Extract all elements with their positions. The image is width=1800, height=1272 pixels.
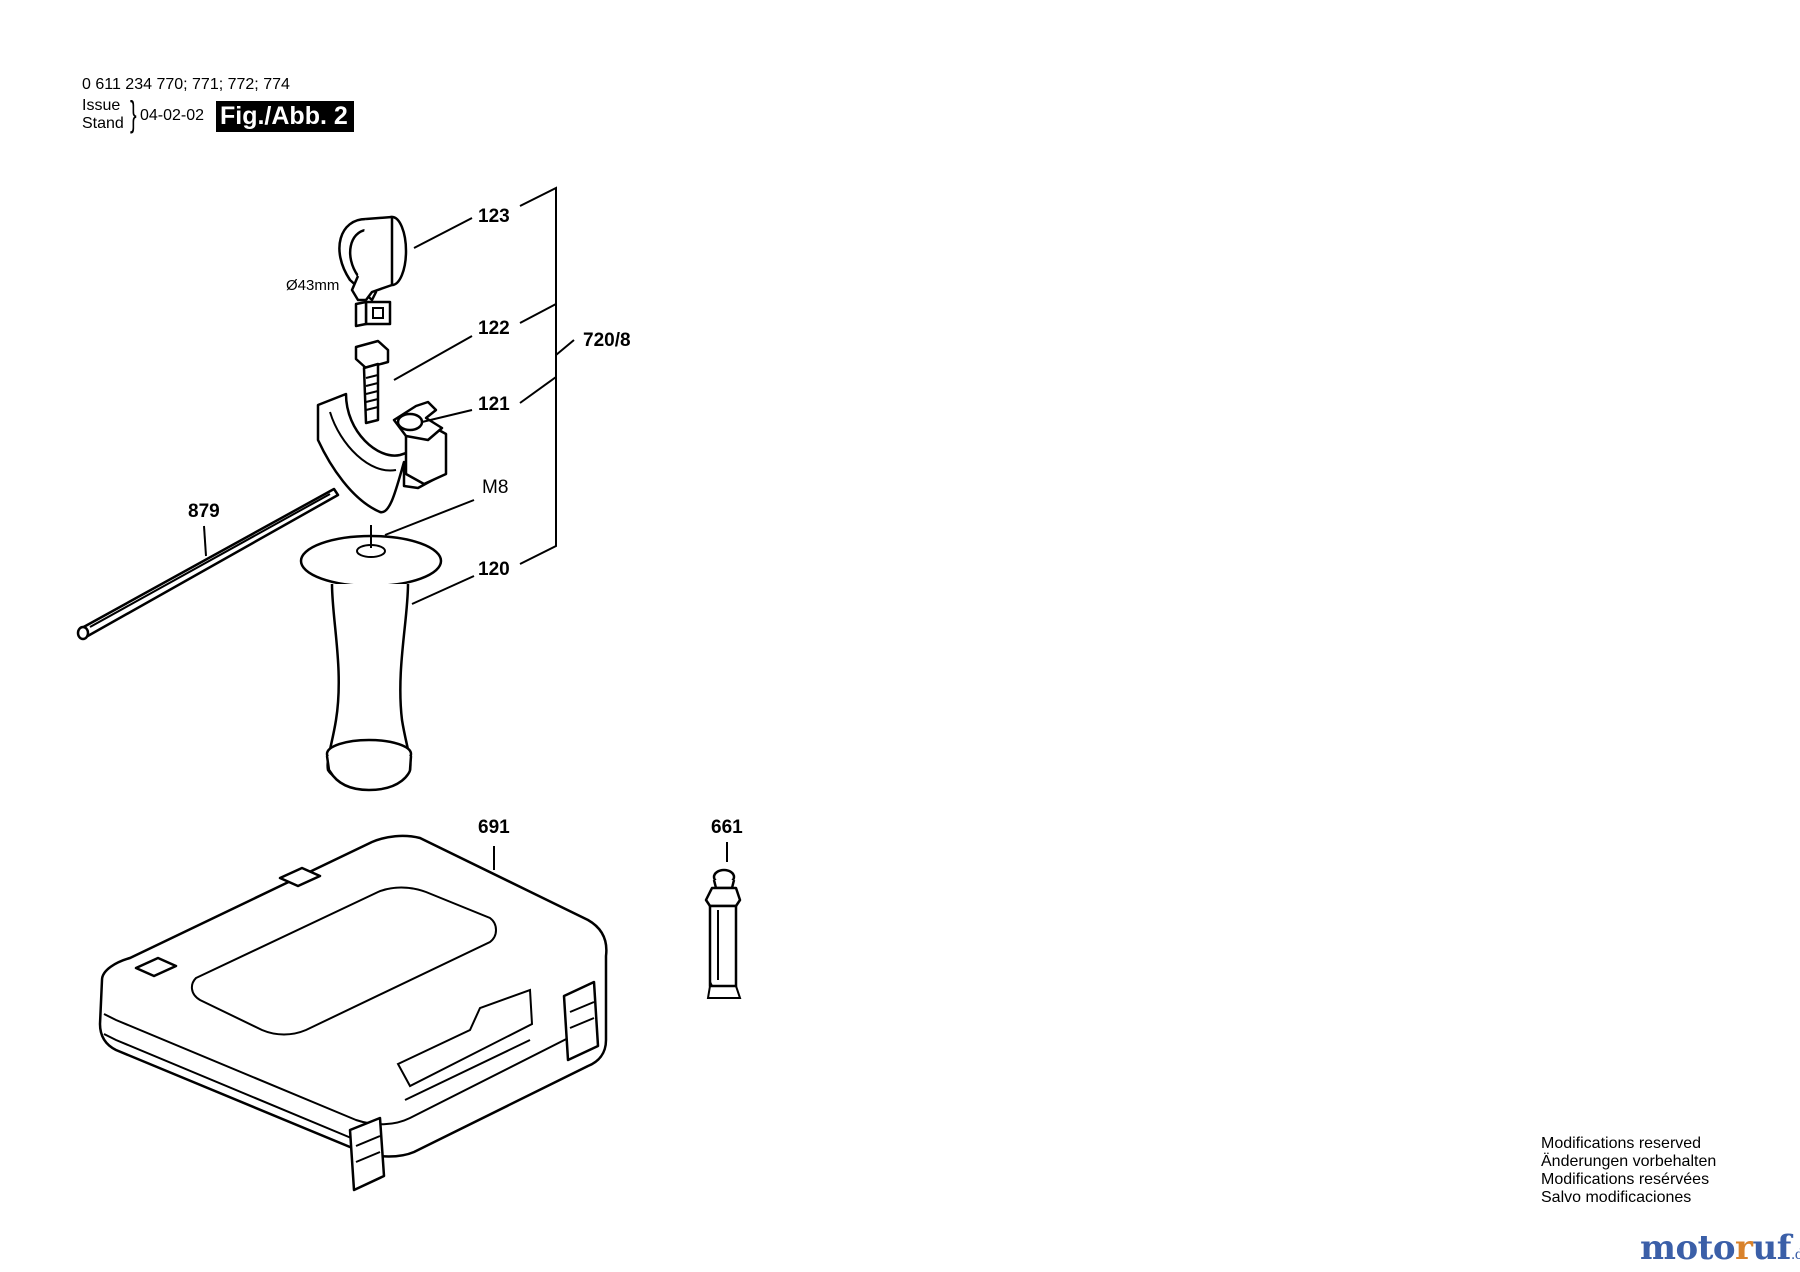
callout-121: 121 (478, 394, 510, 415)
callout-720-8: 720/8 (583, 330, 631, 351)
callout-120: 120 (478, 559, 510, 580)
callout-122: 122 (478, 318, 510, 339)
model-numbers: 0 611 234 770; 771; 772; 774 (82, 76, 290, 93)
figure-label: Fig./Abb. 2 (216, 101, 354, 132)
carrying-case-part (98, 834, 608, 1192)
depth-rod-part (76, 487, 340, 641)
watermark-part-2: r (1735, 1228, 1753, 1268)
watermark-tld: .de (1790, 1247, 1800, 1263)
stand-label: Stand (82, 115, 124, 132)
watermark-logo: motoruf.de (1640, 1228, 1800, 1268)
callout-661: 661 (711, 817, 743, 838)
header-brace: } (130, 93, 137, 134)
notice-line-en: Modifications reserved (1541, 1135, 1702, 1152)
clamp-band-part (338, 215, 408, 328)
issue-date: 04-02-02 (140, 107, 205, 124)
notice-line-fr: Modifications resérvées (1541, 1171, 1710, 1188)
callout-m8: M8 (482, 477, 508, 498)
handle-holder-part (316, 392, 448, 514)
callout-691: 691 (478, 817, 510, 838)
issue-label: Issue (82, 97, 121, 114)
side-handle-part (299, 525, 443, 792)
assembly-bracket (519, 186, 575, 565)
callout-123: 123 (478, 206, 510, 227)
notice-line-es: Salvo modificaciones (1541, 1189, 1692, 1206)
watermark-part-1: moto (1640, 1228, 1736, 1268)
diameter-label: Ø43mm (286, 277, 339, 294)
notice-line-de: Änderungen vorbehalten (1541, 1153, 1717, 1170)
leader-lines (203, 217, 728, 870)
callout-879: 879 (188, 501, 220, 522)
grease-tube-part (704, 868, 742, 999)
modifications-notice: Modifications reserved Änderungen vorbeh… (1541, 1135, 1716, 1207)
bolt-part (354, 339, 390, 425)
watermark-part-3: uf (1752, 1228, 1791, 1268)
